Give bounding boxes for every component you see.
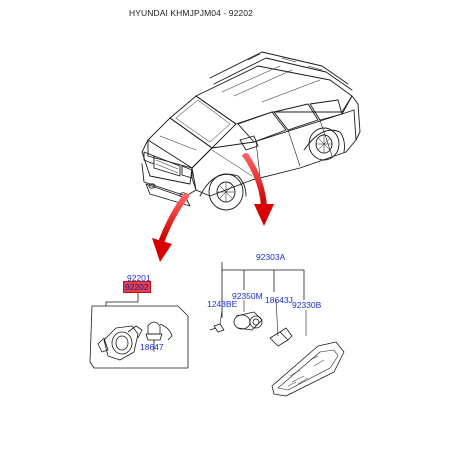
part-label-92201[interactable]: 92201 bbox=[127, 273, 151, 283]
part-label-92330B[interactable]: 92330B bbox=[292, 300, 322, 310]
part-label-92303A[interactable]: 92303A bbox=[256, 252, 286, 262]
vehicle-illustration bbox=[141, 51, 361, 211]
part-label-92350M[interactable]: 92350M bbox=[232, 291, 263, 301]
part-label-92202-highlighted[interactable]: 92202 bbox=[123, 281, 151, 293]
part-label-18643J[interactable]: 18643J bbox=[265, 295, 293, 305]
part-label-18647[interactable]: 18647 bbox=[140, 342, 164, 352]
callout-arrows bbox=[152, 153, 274, 262]
arrow-to-fog-lamp bbox=[159, 193, 189, 243]
arrow-to-side-lamp bbox=[243, 153, 267, 209]
fog-lamp-group bbox=[89, 292, 189, 369]
side-lamp-group bbox=[209, 262, 345, 397]
diagram-title: HYUNDAI KHMJPJM04 - 92202 bbox=[129, 8, 253, 18]
part-label-1243BE[interactable]: 1243BE bbox=[207, 299, 238, 309]
